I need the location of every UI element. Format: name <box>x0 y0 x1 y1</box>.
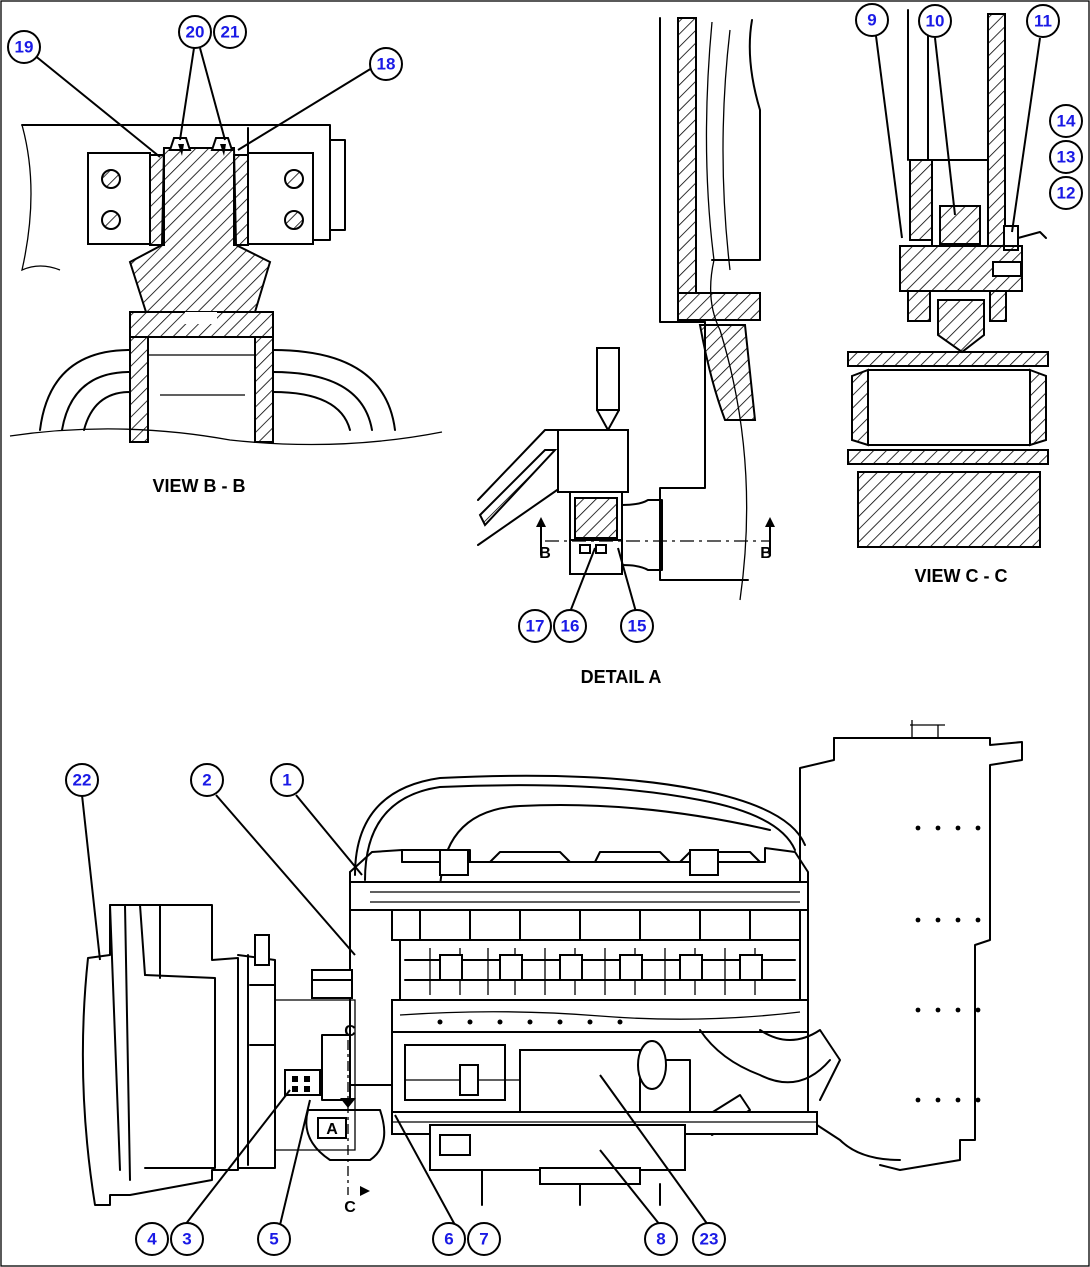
callout-9: 9 <box>855 3 889 37</box>
callout-12: 12 <box>1049 176 1083 210</box>
engine-assembly-drawing: A C C <box>81 720 1023 1216</box>
svg-text:6: 6 <box>444 1230 453 1249</box>
svg-text:2: 2 <box>202 771 211 790</box>
callout-5: 5 <box>257 1222 291 1256</box>
section-mark-b-right: B <box>760 545 772 562</box>
caption-view-bb: VIEW B - B <box>153 476 246 496</box>
callout-2: 2 <box>190 763 224 797</box>
callout-8: 8 <box>644 1222 678 1256</box>
section-mark-c-top: C <box>344 1023 356 1040</box>
svg-text:1: 1 <box>282 771 291 790</box>
svg-text:12: 12 <box>1057 184 1076 203</box>
view-bb-drawing <box>9 124 443 446</box>
callout-11: 11 <box>1026 4 1060 38</box>
callout-4: 4 <box>135 1222 169 1256</box>
callout-13: 13 <box>1049 140 1083 174</box>
callout-18: 18 <box>369 47 403 81</box>
callout-22: 22 <box>65 763 99 797</box>
callout-21: 21 <box>213 15 247 49</box>
svg-text:16: 16 <box>561 617 580 636</box>
svg-text:7: 7 <box>479 1230 488 1249</box>
caption-detail-a: DETAIL A <box>581 667 662 687</box>
callout-19: 19 <box>7 30 41 64</box>
svg-text:20: 20 <box>186 23 205 42</box>
callout-3: 3 <box>170 1222 204 1256</box>
svg-text:17: 17 <box>526 617 545 636</box>
callout-14: 14 <box>1049 104 1083 138</box>
callout-7: 7 <box>467 1222 501 1256</box>
callout-17: 17 <box>518 609 552 643</box>
callout-16: 16 <box>553 609 587 643</box>
svg-text:14: 14 <box>1057 112 1076 131</box>
svg-text:4: 4 <box>147 1230 157 1249</box>
svg-text:21: 21 <box>221 23 240 42</box>
svg-text:13: 13 <box>1057 148 1076 167</box>
callout-10: 10 <box>918 4 952 38</box>
callout-23: 23 <box>692 1222 726 1256</box>
leader-lines <box>27 35 1041 1226</box>
svg-text:3: 3 <box>182 1230 191 1249</box>
svg-text:18: 18 <box>377 55 396 74</box>
svg-text:11: 11 <box>1034 12 1052 31</box>
detail-a-tag: A <box>326 1121 338 1138</box>
svg-text:10: 10 <box>926 12 945 31</box>
caption-view-cc: VIEW C - C <box>915 566 1008 586</box>
section-mark-c-bottom: C <box>344 1199 356 1216</box>
svg-text:22: 22 <box>73 771 92 790</box>
svg-text:15: 15 <box>628 617 647 636</box>
callout-1: 1 <box>270 763 304 797</box>
svg-text:23: 23 <box>700 1230 719 1249</box>
section-mark-b-left: B <box>539 545 551 562</box>
callout-6: 6 <box>432 1222 466 1256</box>
svg-text:9: 9 <box>867 11 876 30</box>
svg-text:19: 19 <box>15 38 34 57</box>
view-cc-drawing <box>847 9 1049 548</box>
svg-text:8: 8 <box>656 1230 665 1249</box>
detail-a-drawing: B B <box>477 17 775 601</box>
callout-15: 15 <box>620 609 654 643</box>
callout-20: 20 <box>178 15 212 49</box>
svg-text:5: 5 <box>269 1230 278 1249</box>
